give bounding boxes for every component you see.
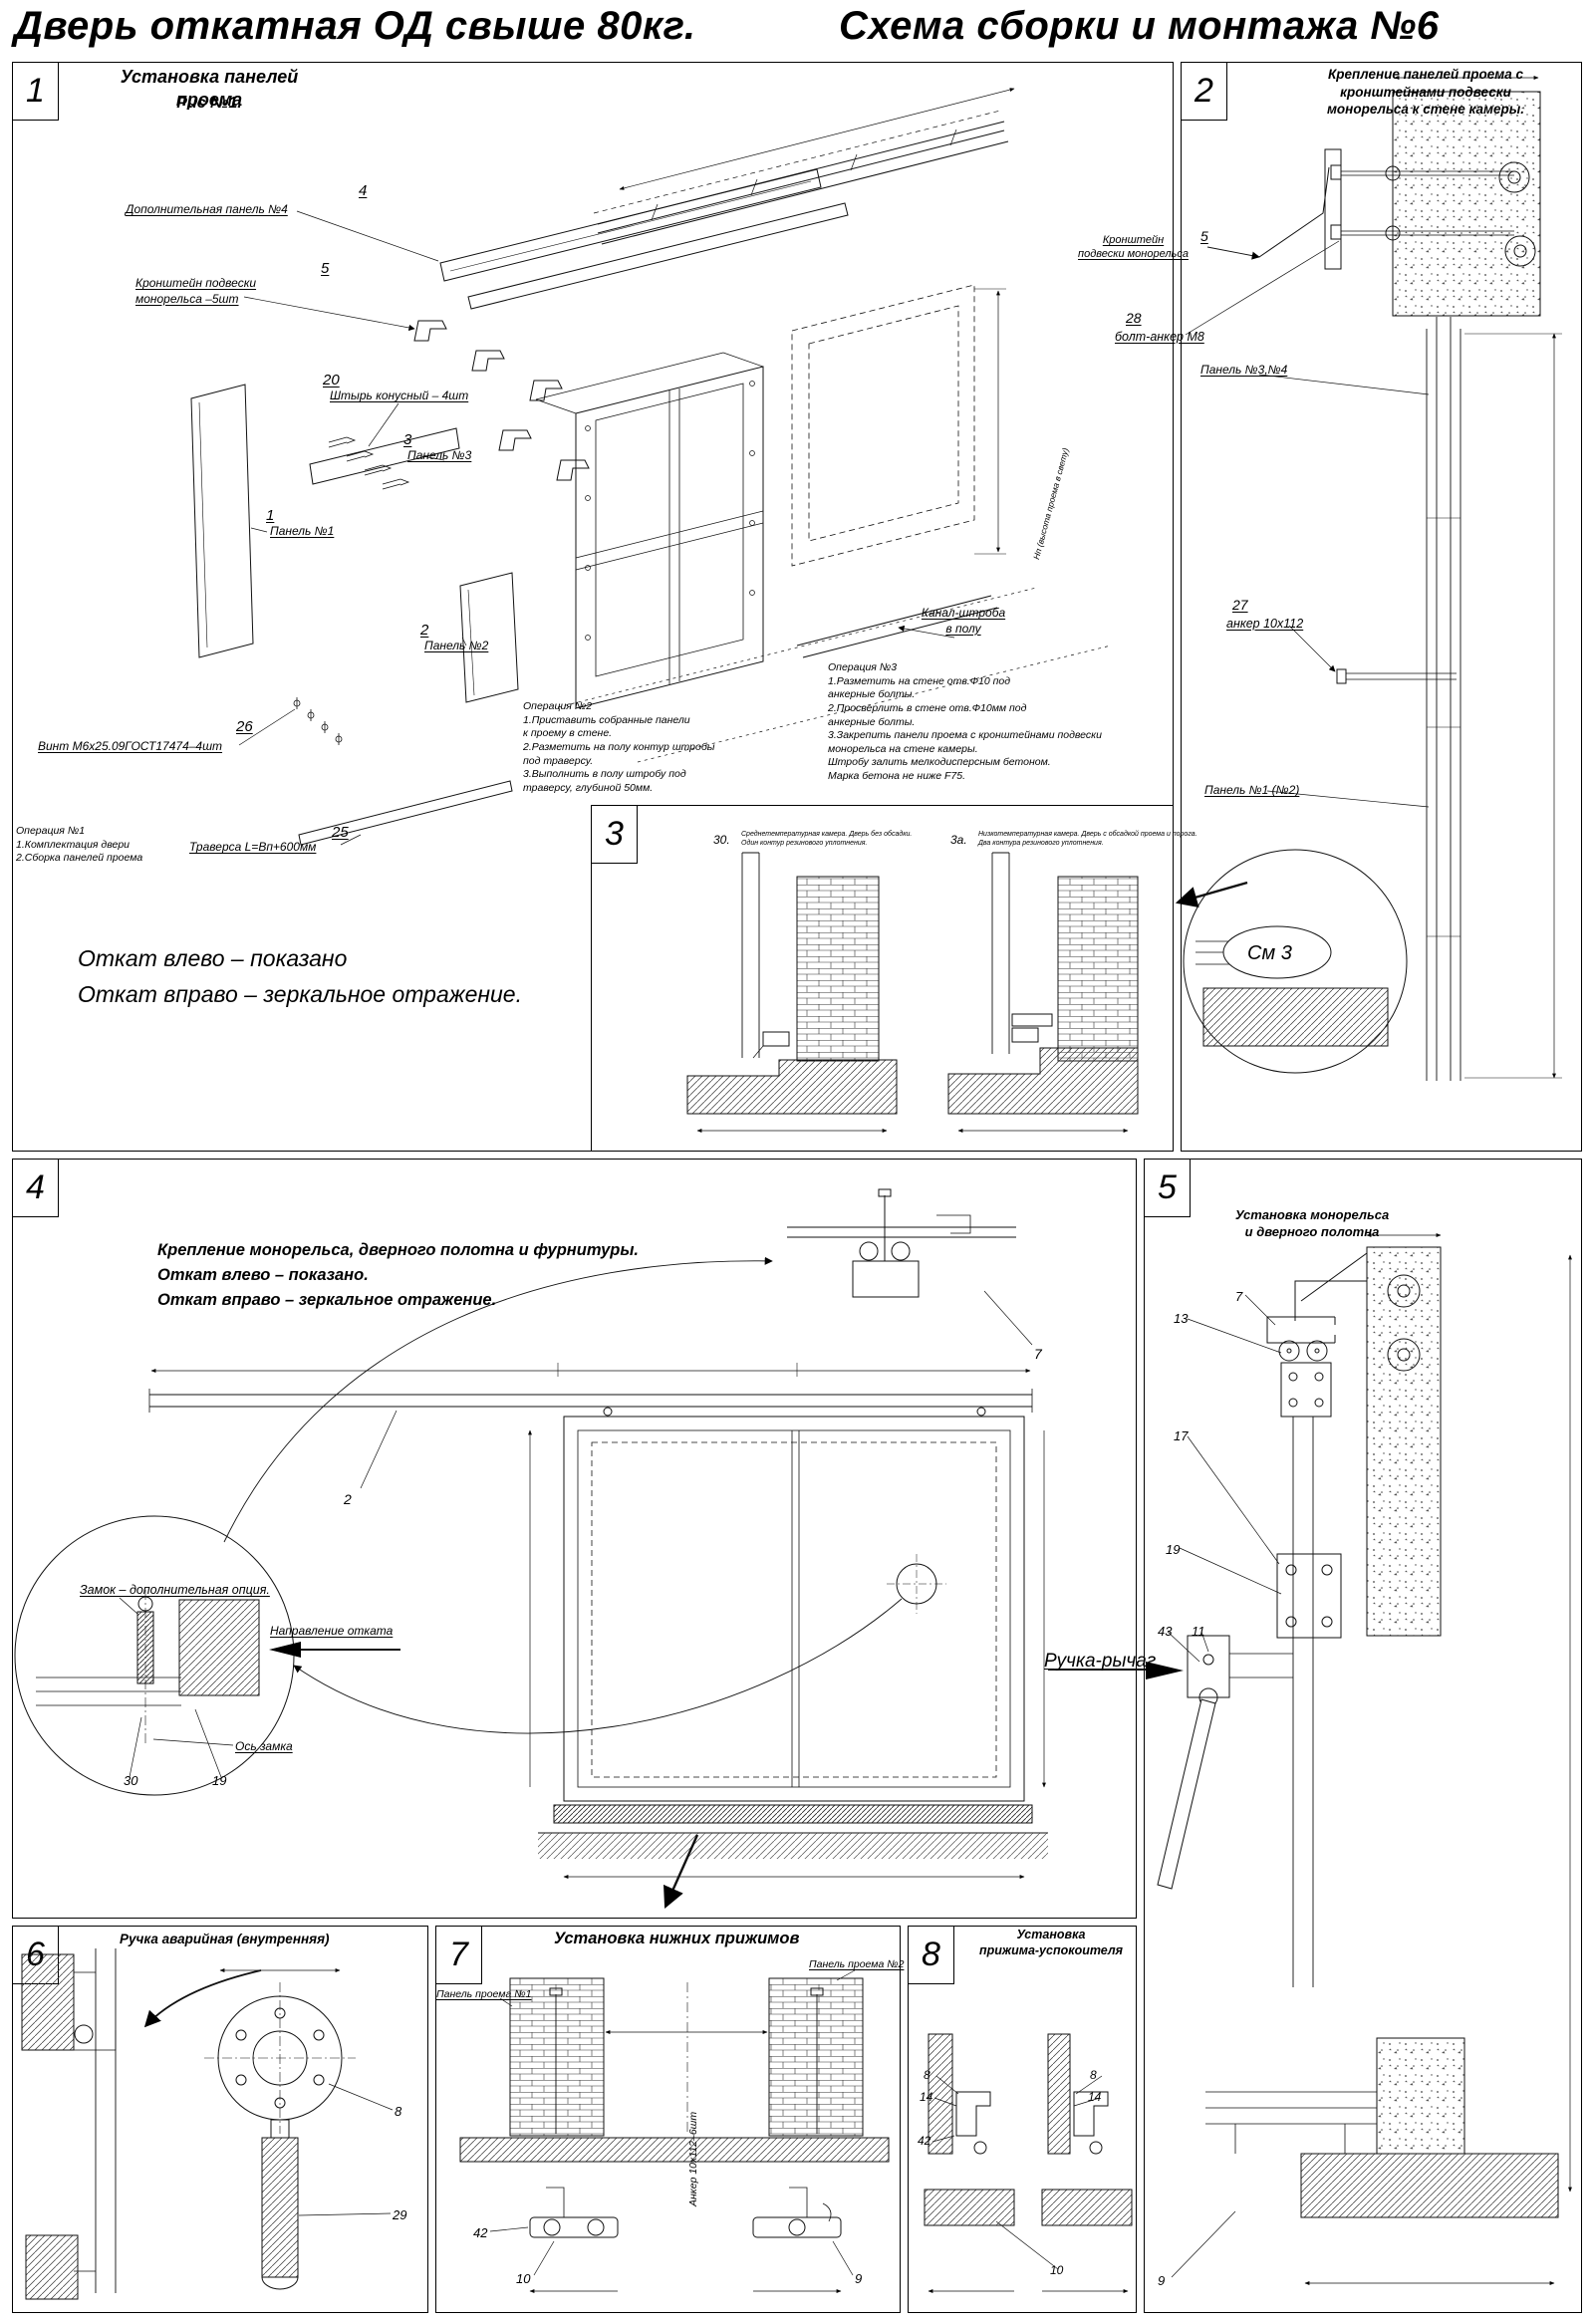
callout-num-8-right: 8 [1090, 2068, 1097, 2082]
see-detail-3-label: См 3 [1247, 942, 1292, 964]
callout-panel-3-4: Панель №3,№4 [1200, 363, 1288, 377]
panel-4-frame: 4 [12, 1159, 1137, 1919]
view-b-label: 3а. [950, 833, 967, 847]
panel-1-number: 1 [13, 63, 59, 121]
callout-num-7: 7 [1235, 1289, 1243, 1304]
callout-num-screw: 26 [236, 718, 253, 735]
sheet-title-right: Схема сборки и монтажа №6 [839, 4, 1440, 48]
callout-panel1: Панель №1 [270, 524, 335, 538]
panel-1-fig-label: Рис №1. [176, 95, 242, 112]
operation-2-note: Операция №2 1.Приставить собранные панел… [523, 700, 715, 794]
callout-num-14-left: 14 [920, 2090, 933, 2104]
callout-num-42: 42 [473, 2225, 488, 2240]
callout-num-29: 29 [393, 2207, 407, 2222]
callout-num-panel3: 3 [403, 431, 412, 448]
callout-anchor-qty: Анкер 10х112–6шт [687, 2111, 699, 2206]
callout-num-extra-panel: 4 [359, 182, 368, 199]
callout-num-anchor: 27 [1232, 597, 1248, 613]
note-slide-right: Откат вправо – зеркальное отражение. [78, 981, 522, 1007]
callout-num-14-right: 14 [1088, 2090, 1102, 2104]
view-a-caption: Среднетемпературная камера. Дверь без об… [741, 831, 913, 848]
callout-num-9b: 9 [1158, 2273, 1166, 2288]
callout-num-8-left: 8 [924, 2068, 930, 2082]
callout-num-19b: 19 [1166, 1542, 1181, 1557]
callout-panel-1-2: Панель №1 (№2) [1204, 783, 1300, 797]
panel-3-frame: 3 [591, 805, 1174, 1152]
callout-num-10: 10 [516, 2271, 531, 2286]
view-a-label: 30. [713, 833, 730, 847]
callout-num-13: 13 [1174, 1311, 1189, 1326]
lock-axis-label: Ось замка [235, 1739, 293, 1753]
callout-floor-channel: Канал-штроба в полу [921, 606, 1006, 636]
view-b-caption: Низкотемпературная камера. Дверь с обсад… [978, 831, 1197, 848]
callout-pin: Штырь конусный – 4шт [330, 388, 469, 402]
callout-num-panel1: 1 [266, 507, 275, 524]
callout-opening-panel-2: Панель проема №2 [809, 1958, 905, 1970]
callout-screw: Винт М6х25.09ГОСТ17474–4шт [38, 739, 223, 753]
callout-num-8: 8 [395, 2104, 402, 2119]
callout-num-panel2: 2 [420, 622, 429, 639]
callout-extra-panel: Дополнительная панель №4 [126, 202, 288, 216]
panel-4-title: Крепление монорельса, дверного полотна и… [157, 1241, 640, 1309]
callout-traverse: Траверса L=Вп+600мм [189, 840, 317, 854]
panel-8-frame: 8 [908, 1926, 1137, 2313]
callout-num-42b: 42 [918, 2134, 931, 2148]
slide-direction-label: Направление отката [270, 1624, 394, 1638]
panel-1-title: Установка панелей проема [120, 67, 299, 111]
panel-7-frame: 7 [435, 1926, 901, 2313]
panel-6-frame: 6 [12, 1926, 428, 2313]
callout-panel3: Панель №3 [407, 448, 472, 462]
panel-2-title: Крепление панелей проема с кронштейнами … [1326, 67, 1525, 118]
callout-num-monorail: 2 [344, 1491, 352, 1507]
callout-panel2: Панель №2 [424, 639, 489, 652]
panel-5-title: Установка монорельса и дверного полотна [1234, 1207, 1390, 1239]
callout-num-9: 9 [855, 2271, 863, 2286]
panel-2-number: 2 [1182, 63, 1227, 121]
callout-num-monorail-bracket: 5 [1200, 228, 1208, 244]
callout-monorail-bracket: Кронштейн подвески монорельса [1078, 234, 1189, 261]
panel-6-title: Ручка аварийная (внутренняя) [120, 1932, 330, 1946]
panel-2-frame: 2 [1181, 62, 1582, 1152]
callout-num-pin: 20 [323, 372, 340, 388]
callout-num-11: 11 [1192, 1624, 1205, 1639]
callout-opening-panel-1: Панель проема №1 [436, 1988, 532, 2000]
callout-num-traverse: 25 [332, 824, 349, 841]
callout-num-bracket: 5 [321, 260, 330, 277]
callout-num-10b: 10 [1050, 2263, 1064, 2277]
callout-num-30: 30 [124, 1773, 138, 1788]
panel-3-number: 3 [592, 806, 638, 864]
operation-1-note: Операция №1 1.Комплектация двери 2.Сборк… [16, 825, 143, 865]
panel-7-title: Установка нижних прижимов [554, 1930, 800, 1947]
callout-anchor: анкер 10х112 [1226, 617, 1304, 631]
panel-4-number: 4 [13, 1160, 59, 1217]
panel-5-number: 5 [1145, 1160, 1191, 1217]
panel-6-number: 6 [13, 1927, 59, 1984]
callout-num-43: 43 [1158, 1624, 1173, 1639]
callout-num-anchor-bolt: 28 [1126, 310, 1142, 326]
panel-8-number: 8 [909, 1927, 954, 1984]
lever-handle-label: Ручка-рычаг [1044, 1651, 1157, 1672]
callout-bracket: Кронштейн подвески монорельса –5шт [135, 276, 257, 306]
callout-num-trolley: 7 [1034, 1346, 1042, 1362]
panel-7-number: 7 [436, 1927, 482, 1984]
panel-8-title: Установка прижима-успокоителя [978, 1928, 1124, 1958]
sheet-title-left: Дверь откатная ОД свыше 80кг. [14, 4, 696, 48]
operation-3-note: Операция №3 1.Разметить на стене отв.Ф10… [828, 661, 1102, 783]
callout-anchor-bolt: болт-анкер М8 [1115, 330, 1204, 344]
callout-num-19: 19 [212, 1773, 227, 1788]
callout-num-17: 17 [1174, 1428, 1189, 1443]
note-slide-left: Откат влево – показано [78, 945, 348, 971]
panel-5-frame: 5 [1144, 1159, 1582, 2313]
lock-option-note: Замок – дополнительная опция. [80, 1583, 270, 1597]
